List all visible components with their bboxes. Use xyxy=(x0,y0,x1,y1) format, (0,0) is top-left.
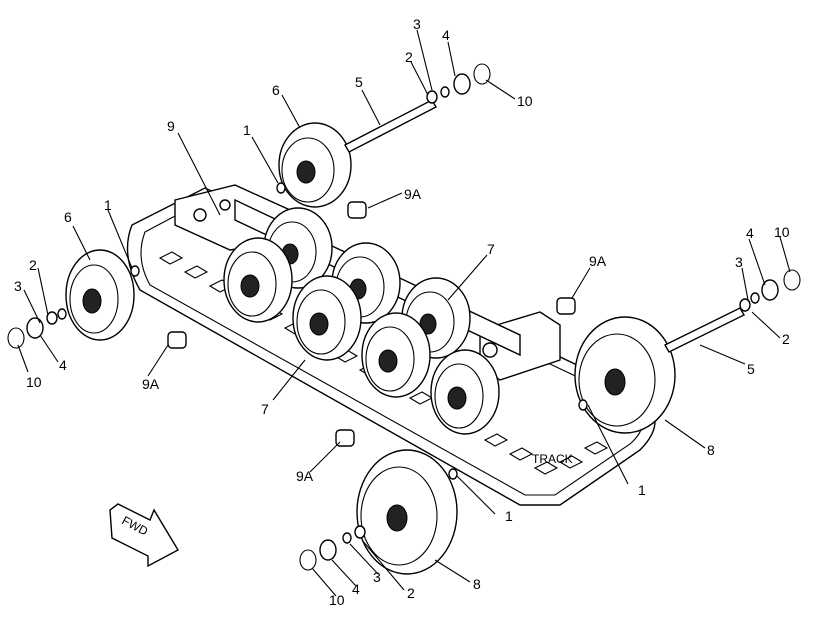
callout-9A: 9A xyxy=(589,253,607,269)
callout-2: 2 xyxy=(29,257,37,273)
callout-3: 3 xyxy=(14,278,22,294)
bushings-part-9A xyxy=(167,201,576,447)
callout-10: 10 xyxy=(774,224,790,240)
idler-part-6-top xyxy=(278,122,352,208)
callout-8: 8 xyxy=(707,442,715,458)
callout-9: 9 xyxy=(167,118,175,134)
callout-5: 5 xyxy=(747,361,755,377)
callout-2: 2 xyxy=(405,49,413,65)
callout-8: 8 xyxy=(473,576,481,592)
idler-part-6-left xyxy=(65,249,135,341)
callout-1: 1 xyxy=(243,122,251,138)
callout-2: 2 xyxy=(782,331,790,347)
callouts: 3 2 4 10 5 6 9 1 9A 1 6 2 3 4 10 9A 7 9A… xyxy=(14,16,790,608)
callout-9A: 9A xyxy=(404,186,422,202)
callout-3: 3 xyxy=(373,569,381,585)
roller-part-7 xyxy=(223,207,500,435)
roller-front-4 xyxy=(430,349,500,435)
callout-7: 7 xyxy=(487,241,495,257)
fwd-arrow-icon: FWD xyxy=(109,503,179,568)
callout-1: 1 xyxy=(104,197,112,213)
wheel-part-8-bottom xyxy=(356,449,458,575)
shaft-part-5 xyxy=(344,99,745,353)
callout-6: 6 xyxy=(64,209,72,225)
callout-10: 10 xyxy=(26,374,42,390)
callout-10: 10 xyxy=(517,93,533,109)
callout-4: 4 xyxy=(352,581,360,597)
roller-front-3 xyxy=(361,312,431,398)
callout-9A: 9A xyxy=(142,376,160,392)
callout-4: 4 xyxy=(746,225,754,241)
callout-2: 2 xyxy=(407,585,415,601)
callout-6: 6 xyxy=(272,82,280,98)
callout-4: 4 xyxy=(442,27,450,43)
leader-lines xyxy=(17,29,791,597)
roller-front-2 xyxy=(292,275,362,361)
callout-9A: 9A xyxy=(296,468,314,484)
callout-1: 1 xyxy=(505,508,513,524)
washers-and-seals xyxy=(7,63,801,571)
callout-1: 1 xyxy=(638,482,646,498)
callout-10: 10 xyxy=(329,592,345,608)
callout-4: 4 xyxy=(59,357,67,373)
wheel-part-8-right xyxy=(574,316,676,434)
callout-5: 5 xyxy=(355,74,363,90)
callout-7: 7 xyxy=(261,401,269,417)
callout-3: 3 xyxy=(735,254,743,270)
roller-front-1 xyxy=(223,237,293,323)
track-label: TRACK xyxy=(532,452,573,466)
callout-3: 3 xyxy=(413,16,421,32)
